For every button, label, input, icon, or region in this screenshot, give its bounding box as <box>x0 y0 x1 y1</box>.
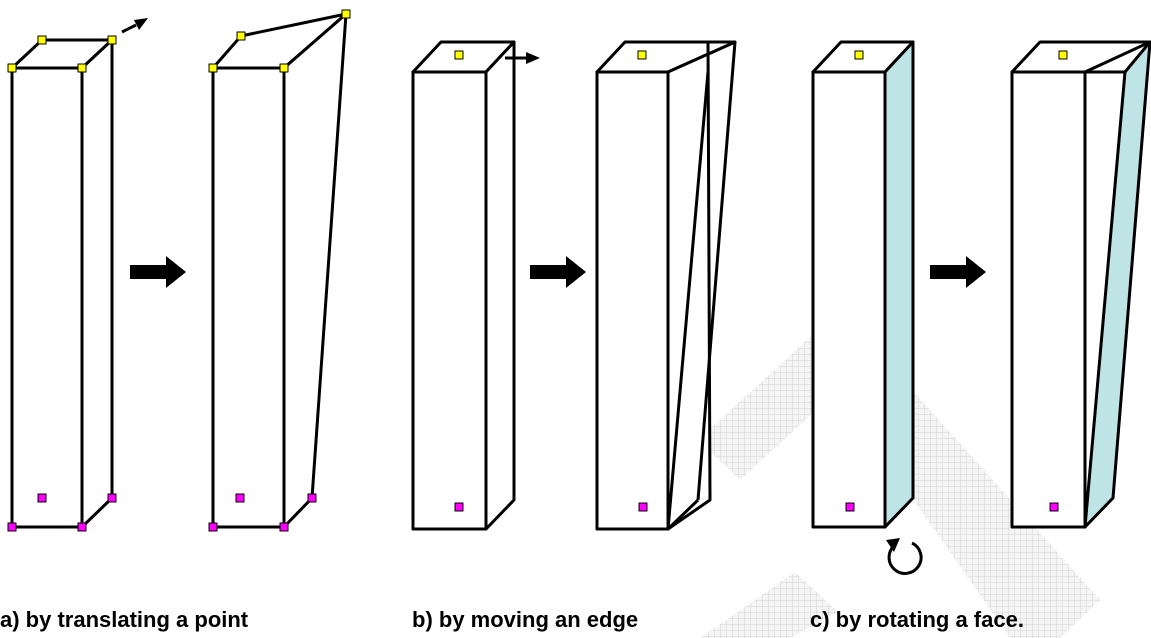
box-c-before <box>811 40 915 529</box>
face-center-bottom <box>638 502 648 512</box>
vertex-bottom <box>7 522 17 532</box>
box-a-before <box>10 38 114 529</box>
vertex-markers-a-after <box>208 9 351 532</box>
front-face <box>811 70 887 529</box>
side-face-highlighted <box>883 40 915 529</box>
box-b-after <box>595 40 737 531</box>
inner-edge <box>666 71 710 530</box>
move-arrow-icon <box>121 18 148 34</box>
caption-move-edge: b) by moving an edge <box>412 607 639 632</box>
face-center-top <box>454 50 464 60</box>
front-face <box>10 66 84 529</box>
vertex-bottom <box>107 493 117 503</box>
side-face-rotated <box>1083 40 1151 529</box>
vertex-top <box>7 63 17 73</box>
box-b-before <box>411 40 516 531</box>
vertex-bottom <box>37 493 47 503</box>
vertex-top <box>236 31 246 41</box>
vertex-top <box>208 63 218 73</box>
vertex-top <box>37 35 47 45</box>
inner-edge <box>666 498 700 531</box>
vertex-bottom <box>77 522 87 532</box>
moved-edge <box>696 41 737 501</box>
side-face <box>484 40 516 531</box>
face-center-top <box>637 50 647 60</box>
move-arrow-icon <box>505 52 540 64</box>
face-center-top <box>854 50 864 60</box>
side-face <box>80 38 114 529</box>
caption-rotate-face: c) by rotating a face. <box>810 607 1024 632</box>
transform-arrow-icon <box>930 256 986 288</box>
vertex-markers-a-before <box>7 35 117 532</box>
transform-arrow-icon <box>130 256 186 288</box>
side-face <box>666 40 737 531</box>
face-center-bottom <box>845 502 855 512</box>
transform-arrow-icon <box>530 256 586 288</box>
caption-translate-point: a) by translating a point <box>0 607 249 632</box>
front-face <box>595 70 670 531</box>
vertex-bottom <box>208 522 218 532</box>
front-face <box>1010 70 1087 529</box>
vertex-top <box>107 35 117 45</box>
vertex-bottom <box>279 522 289 532</box>
face-center-bottom <box>454 502 464 512</box>
front-face <box>411 70 488 531</box>
vertex-bottom <box>235 493 245 503</box>
front-face <box>211 66 286 529</box>
rotate-icon <box>886 538 923 575</box>
face-center-top <box>1058 50 1068 60</box>
side-face <box>282 12 348 529</box>
box-c-after <box>1010 40 1151 529</box>
vertex-bottom <box>307 493 317 503</box>
vertex-top <box>279 63 289 73</box>
vertex-top <box>341 9 351 19</box>
watermark-band-lower <box>700 572 838 638</box>
box-a-after <box>211 12 348 529</box>
vertex-top <box>77 63 87 73</box>
face-center-bottom <box>1049 502 1059 512</box>
